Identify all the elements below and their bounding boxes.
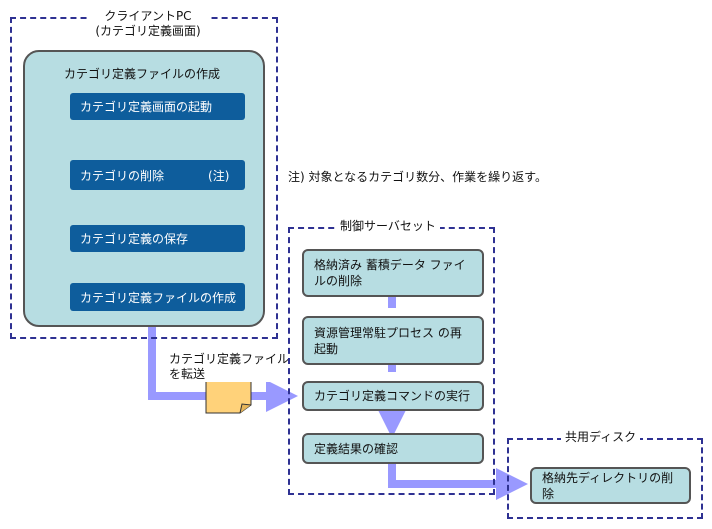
- step-check-definition-result: 定義結果の確認: [302, 433, 484, 464]
- step-check-definition-result-label: 定義結果の確認: [314, 441, 399, 456]
- step-restart-resource-process: 資源管理常駐プロセス の再起動: [302, 316, 484, 365]
- step-launch-category-screen: カテゴリ定義画面の起動: [70, 93, 245, 120]
- client-group-title-line1: クライアントPC: [104, 9, 192, 23]
- transfer-label: カテゴリ定義ファイル を転送: [169, 352, 290, 382]
- control-server-group-label: 制御サーバセット: [336, 219, 440, 234]
- repeat-note: 注) 対象となるカテゴリ数分、作業を繰り返す。: [288, 170, 547, 184]
- delete-note-mark: (注): [208, 168, 230, 183]
- transfer-label-line2: を転送: [169, 367, 206, 381]
- step-run-category-command-label: カテゴリ定義コマンドの実行: [314, 389, 471, 403]
- step-save-category: カテゴリ定義の保存: [70, 225, 245, 252]
- step-restart-resource-process-label: 資源管理常駐プロセス の再起動: [314, 325, 462, 356]
- step-create-category-file: カテゴリ定義ファイルの作成: [70, 283, 245, 311]
- step-delete-storage-directory-label: 格納先ディレクトリの削除: [542, 470, 674, 501]
- client-pc-group-label: クライアントPC (カテゴリ定義画面): [88, 9, 208, 39]
- panel-title: カテゴリ定義ファイルの作成: [64, 67, 221, 81]
- shared-disk-group-label: 共用ディスク: [561, 430, 641, 445]
- transfer-label-line1: カテゴリ定義ファイル: [169, 352, 290, 366]
- step-delete-category: カテゴリの削除 (注): [70, 160, 245, 190]
- server-to-disk-line: [388, 464, 528, 500]
- client-group-title-line2: (カテゴリ定義画面): [95, 24, 201, 38]
- step-run-category-command: カテゴリ定義コマンドの実行: [302, 381, 484, 411]
- step-delete-storage-directory: 格納先ディレクトリの削除: [530, 467, 691, 504]
- step-delete-category-label: カテゴリの削除: [80, 168, 165, 183]
- step-delete-stored-data-file-label: 格納済み 蓄積データ ファイルの削除: [314, 258, 466, 288]
- step-delete-stored-data-file: 格納済み 蓄積データ ファイルの削除: [302, 249, 484, 297]
